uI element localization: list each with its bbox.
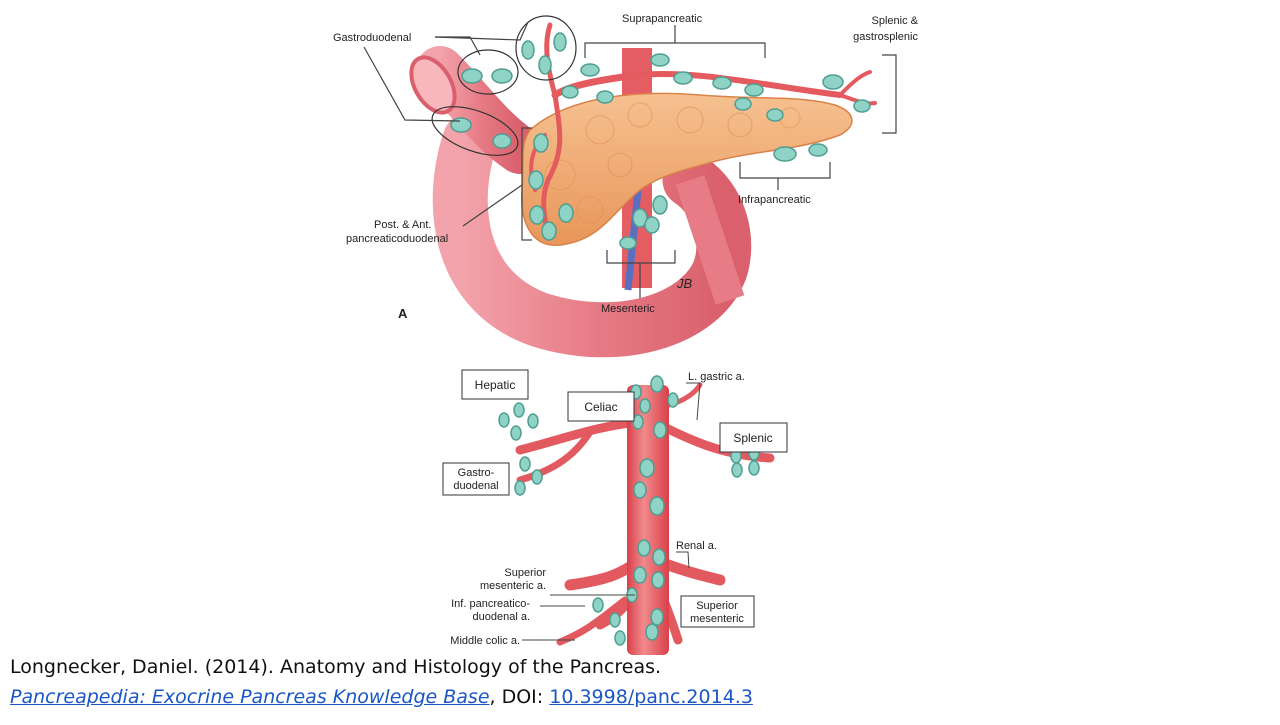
box-sup-mes-1: Superior — [696, 600, 738, 612]
citation-line1: Longnecker, Daniel. (2014). Anatomy and … — [10, 656, 662, 678]
label-boxes-b — [442, 369, 788, 628]
label-ipd-1: Inf. pancreatico- — [451, 598, 530, 610]
label-infrapancreatic: Infrapancreatic — [738, 194, 811, 206]
box-gastro-1: Gastro- — [458, 467, 495, 479]
doi-prefix: , DOI: — [489, 686, 550, 708]
label-l-gastric: L. gastric a. — [688, 371, 745, 383]
figure-b: Hepatic Celiac Splenic Gastro- duodenal … — [442, 369, 788, 655]
label-splenic-2: gastrosplenic — [853, 31, 918, 43]
label-suprapancreatic: Suprapancreatic — [622, 13, 703, 25]
box-hepatic: Hepatic — [475, 378, 516, 392]
label-renal: Renal a. — [676, 540, 717, 552]
source-link[interactable]: Pancreapedia: Exocrine Pancreas Knowledg… — [10, 686, 490, 708]
leader-lines-a — [363, 21, 897, 298]
label-sma-2: mesenteric a. — [480, 580, 546, 592]
label-mesenteric: Mesenteric — [601, 303, 655, 315]
jejunum — [675, 175, 745, 305]
doi-link[interactable]: 10.3998/panc.2014.3 — [549, 686, 753, 708]
label-gastroduodenal: Gastroduodenal — [333, 32, 411, 44]
box-sup-mes-2: mesenteric — [690, 613, 744, 625]
panel-letter-a: A — [398, 306, 408, 321]
label-post-ant-2: pancreaticoduodenal — [346, 233, 448, 245]
leader-lines-b — [522, 382, 701, 641]
pancreas-texture — [544, 102, 801, 224]
citation-line2: Pancreapedia: Exocrine Pancreas Knowledg… — [10, 682, 1010, 712]
box-celiac: Celiac — [584, 400, 617, 414]
label-post-ant-1: Post. & Ant. — [374, 219, 431, 231]
citation: Longnecker, Daniel. (2014). Anatomy and … — [10, 652, 1010, 712]
label-sma-1: Superior — [504, 567, 546, 579]
pylorus-opening — [409, 55, 457, 115]
lymph-nodes-a — [450, 32, 871, 250]
figure-a: JB Gastroduodenal Suprapancreatic Spleni… — [333, 13, 919, 358]
pancreas — [521, 92, 853, 246]
label-middle-colic: Middle colic a. — [450, 635, 520, 647]
label-ipd-2: duodenal a. — [473, 611, 531, 623]
lymph-nodes-b — [498, 375, 760, 646]
artist-initials: JB — [676, 276, 693, 291]
box-gastro-2: duodenal — [453, 480, 498, 492]
box-splenic: Splenic — [733, 431, 772, 445]
label-splenic-1: Splenic & — [872, 15, 919, 27]
callout-circles — [431, 15, 577, 156]
